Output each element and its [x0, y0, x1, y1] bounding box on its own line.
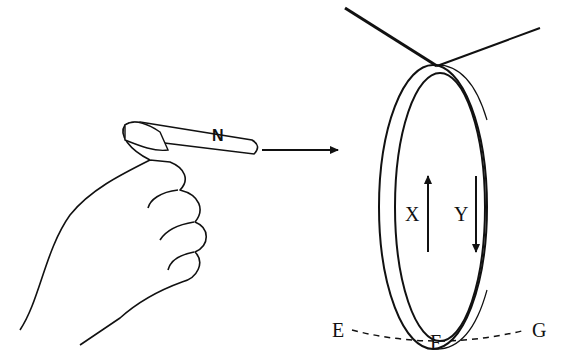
- bar-magnet: [125, 122, 258, 154]
- position-label: E: [332, 320, 344, 340]
- position-label: F: [430, 332, 441, 352]
- metal-ring: [379, 65, 487, 349]
- motion-arrow: [262, 149, 338, 151]
- current-label: X: [405, 204, 419, 224]
- magnet-pole-label: N: [212, 128, 224, 144]
- suspension-thread: [345, 8, 540, 66]
- current-arrow: [475, 176, 477, 252]
- position-label: G: [532, 320, 546, 340]
- current-arrow: [427, 176, 429, 252]
- hand: [20, 122, 206, 345]
- current-label: Y: [454, 204, 468, 224]
